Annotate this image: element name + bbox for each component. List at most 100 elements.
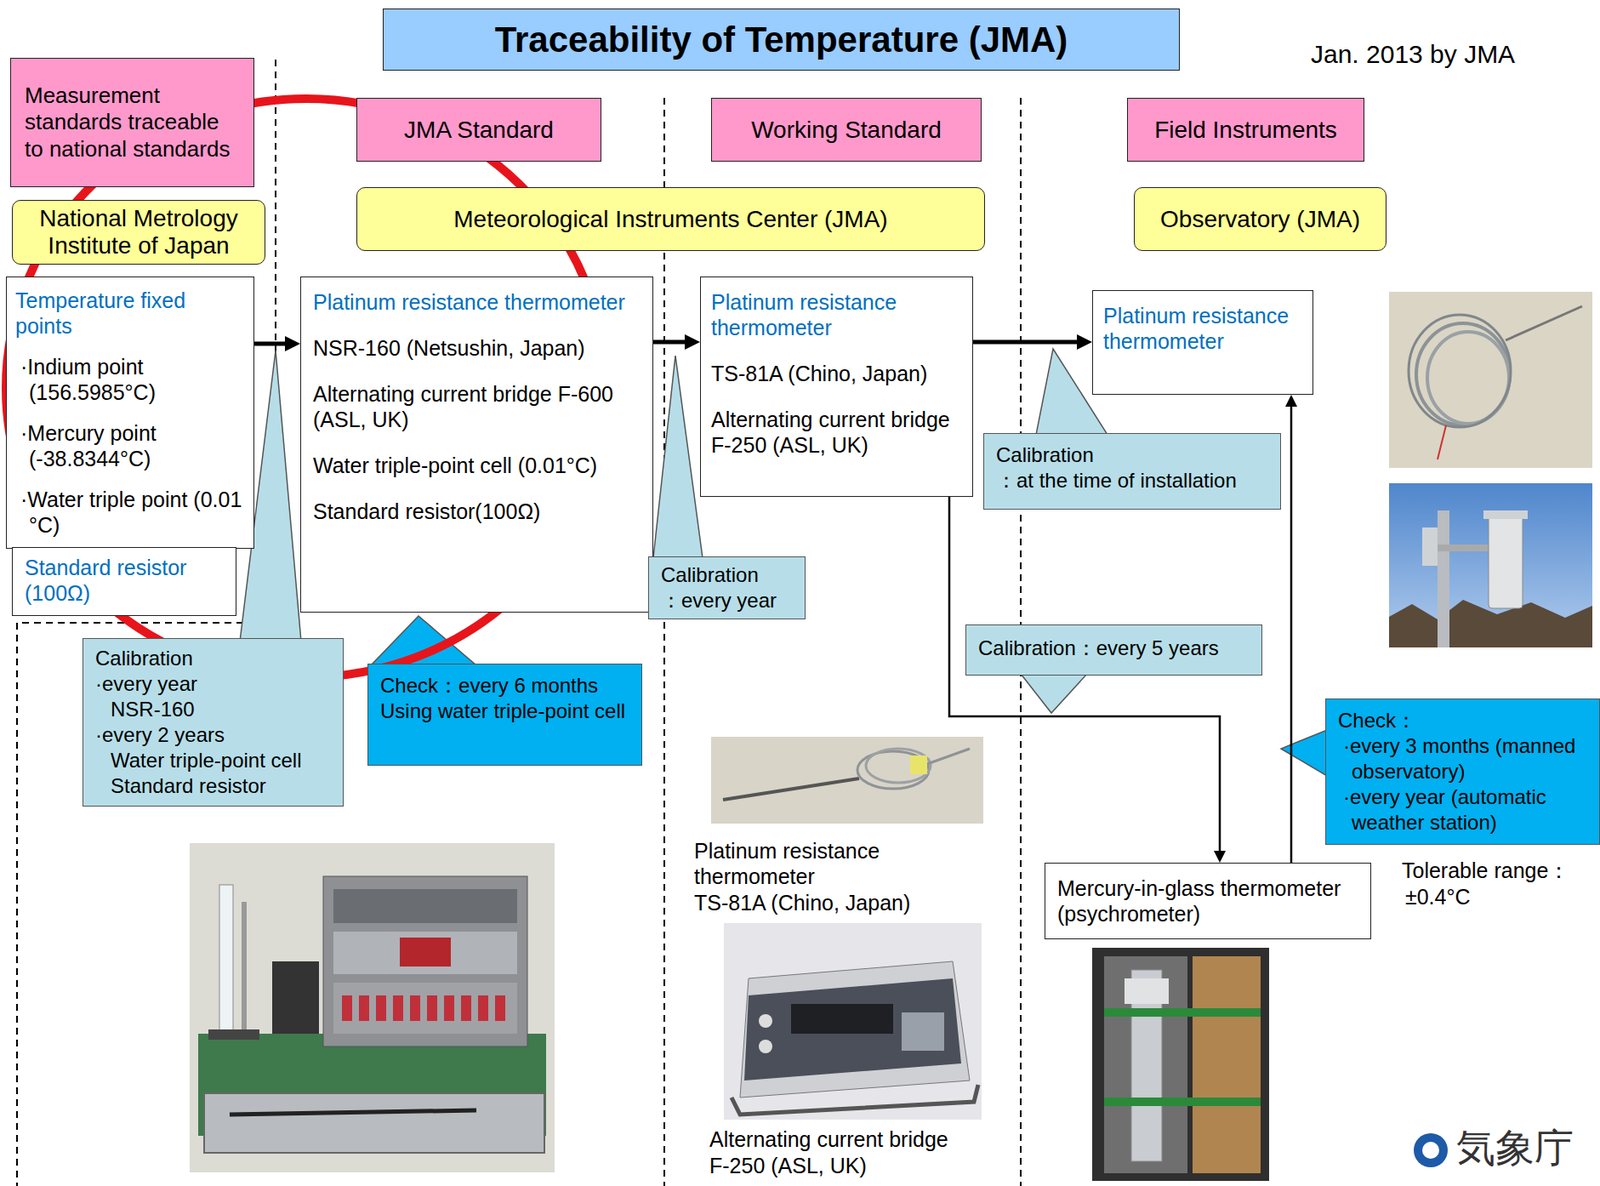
node-text: ·every 2 years bbox=[95, 722, 331, 748]
calibration-callout: Calibration：every 5 years bbox=[965, 624, 1263, 676]
node-text: ·every 3 months (manned observatory) bbox=[1338, 733, 1588, 785]
node-text: Standard resistor bbox=[95, 773, 331, 799]
title-box: Traceability of Temperature (JMA) bbox=[382, 8, 1180, 71]
rack-panel bbox=[333, 982, 518, 1034]
photo-background bbox=[189, 842, 555, 1173]
device-body bbox=[740, 961, 970, 1098]
node-text: Mercury-in-glass thermometer (psychromet… bbox=[1057, 875, 1359, 927]
column-header: JMA Standard bbox=[356, 97, 602, 162]
node-text: Field Instruments bbox=[1136, 115, 1356, 145]
node-text: Calibration bbox=[95, 645, 331, 672]
photo-background bbox=[1389, 483, 1593, 648]
standard-box: Standard resistor (100Ω) bbox=[11, 546, 237, 616]
node-text: ·Indium point (156.5985°C) bbox=[15, 353, 245, 405]
sensor-shield-photo bbox=[1389, 483, 1593, 648]
cable-lead bbox=[927, 748, 970, 764]
calibration-callout: Calibration·every yearNSR-160·every 2 ye… bbox=[82, 637, 344, 807]
callout-pointer bbox=[1281, 729, 1327, 776]
photo-caption: TS-81A (Chino, Japan) bbox=[694, 889, 967, 916]
probe-photo bbox=[711, 736, 984, 824]
column-divider bbox=[663, 97, 666, 1186]
lead-wire bbox=[1437, 425, 1447, 460]
rack-panel bbox=[333, 931, 518, 974]
node-text: Water triple-point cell bbox=[95, 747, 331, 774]
node-text: Observatory (JMA) bbox=[1143, 204, 1378, 234]
node-text: ：at the time of installation bbox=[996, 467, 1269, 494]
tolerance-note: Tolerable range： bbox=[1401, 857, 1598, 883]
photo-caption: Platinum resistance thermometer bbox=[694, 837, 950, 889]
box-heading: Temperature fixed points bbox=[15, 287, 245, 339]
strap bbox=[1104, 1007, 1261, 1017]
diagram-title: Traceability of Temperature (JMA) bbox=[495, 19, 1069, 61]
sensor-box bbox=[1422, 527, 1438, 566]
date-note: Jan. 2013 by JMA bbox=[1310, 39, 1583, 70]
callout-pointer bbox=[1020, 673, 1088, 713]
shield-cap bbox=[1483, 510, 1528, 519]
node-text: Using water triple-point cell bbox=[380, 698, 630, 724]
logo-mark bbox=[1422, 1141, 1440, 1159]
node-text: ·every year bbox=[95, 671, 331, 697]
lab-equipment-photo bbox=[189, 842, 555, 1173]
triple-point-cell bbox=[219, 884, 234, 1034]
node-text: Working Standard bbox=[720, 115, 973, 145]
flow-arrow bbox=[254, 341, 293, 347]
calibration-callout: Calibration：at the time of installation bbox=[983, 432, 1282, 510]
connector bbox=[758, 1013, 773, 1028]
cable-photo bbox=[1389, 291, 1593, 468]
connector bbox=[758, 1039, 773, 1054]
tag bbox=[910, 755, 928, 775]
node-text: ·Water triple point (0.01 °C) bbox=[15, 486, 245, 538]
probe-rod bbox=[723, 778, 860, 800]
probe bbox=[1505, 306, 1583, 341]
flow-arrow bbox=[949, 496, 1220, 857]
instrument-box: Platinum resistance thermometerNSR-160 (… bbox=[300, 276, 654, 613]
fan-head bbox=[1124, 978, 1169, 1004]
node-text: NSR-160 bbox=[95, 696, 331, 723]
node-text: Calibration bbox=[996, 442, 1269, 468]
display bbox=[399, 937, 451, 967]
node-text: Calibration：every 5 years bbox=[978, 635, 1250, 661]
check-callout: Check：every 6 monthsUsing water triple-p… bbox=[367, 663, 643, 766]
org-label: Meteorological Instruments Center (JMA) bbox=[356, 187, 986, 251]
check-callout: Check：·every 3 months (manned observator… bbox=[1325, 698, 1600, 845]
column-header: Working Standard bbox=[711, 97, 982, 162]
case-body bbox=[1104, 956, 1188, 1173]
flow-arrow bbox=[1290, 400, 1293, 863]
front-panel bbox=[744, 978, 962, 1081]
bridge-photo bbox=[723, 922, 982, 1120]
standard-box: Temperature fixed points ·Indium point (1… bbox=[5, 276, 255, 549]
node-text: ·every year (automatic weather station) bbox=[1338, 784, 1588, 836]
box-heading: Standard resistor (100Ω) bbox=[24, 554, 224, 606]
pole bbox=[1437, 510, 1450, 648]
node-text: Alternating current bridge F-600 (ASL, U… bbox=[313, 381, 641, 433]
display bbox=[791, 1003, 894, 1034]
node-text: NSR-160 (Netsushin, Japan) bbox=[313, 335, 641, 361]
instrument-box: Platinum resistance thermometerTS-81A (C… bbox=[700, 276, 974, 497]
rack-panel bbox=[333, 888, 518, 923]
node-text: Water triple-point cell (0.01°C) bbox=[313, 452, 641, 479]
handle bbox=[731, 1084, 979, 1115]
thermometer-probe bbox=[229, 1110, 477, 1115]
org-label: Observatory (JMA) bbox=[1133, 187, 1387, 251]
box-heading: Platinum resistance thermometer bbox=[313, 289, 641, 315]
photo-background bbox=[1092, 947, 1270, 1181]
node-text: Standard resistor(100Ω) bbox=[313, 498, 641, 524]
logo-mark bbox=[1413, 1133, 1448, 1168]
flow-arrow bbox=[973, 340, 1085, 345]
node-text: Measurement standards traceable to natio… bbox=[24, 82, 240, 163]
photo-background bbox=[723, 922, 982, 1120]
node-text: Check： bbox=[1338, 707, 1588, 734]
box-heading: Platinum resistance thermometer bbox=[711, 289, 963, 341]
black-box bbox=[272, 961, 319, 1034]
instrument-box: Mercury-in-glass thermometer (psychromet… bbox=[1044, 862, 1372, 940]
cell-base bbox=[208, 1029, 260, 1040]
node-text: Calibration bbox=[660, 562, 793, 588]
photo-background bbox=[711, 736, 984, 824]
shield-cylinder bbox=[1488, 514, 1523, 609]
callout-pointer bbox=[653, 355, 703, 559]
org-label: National Metrology Institute of Japan bbox=[11, 199, 266, 265]
cell-holder bbox=[241, 901, 247, 1034]
flow-arrow bbox=[653, 340, 693, 345]
node-text: ：every year bbox=[660, 587, 793, 614]
